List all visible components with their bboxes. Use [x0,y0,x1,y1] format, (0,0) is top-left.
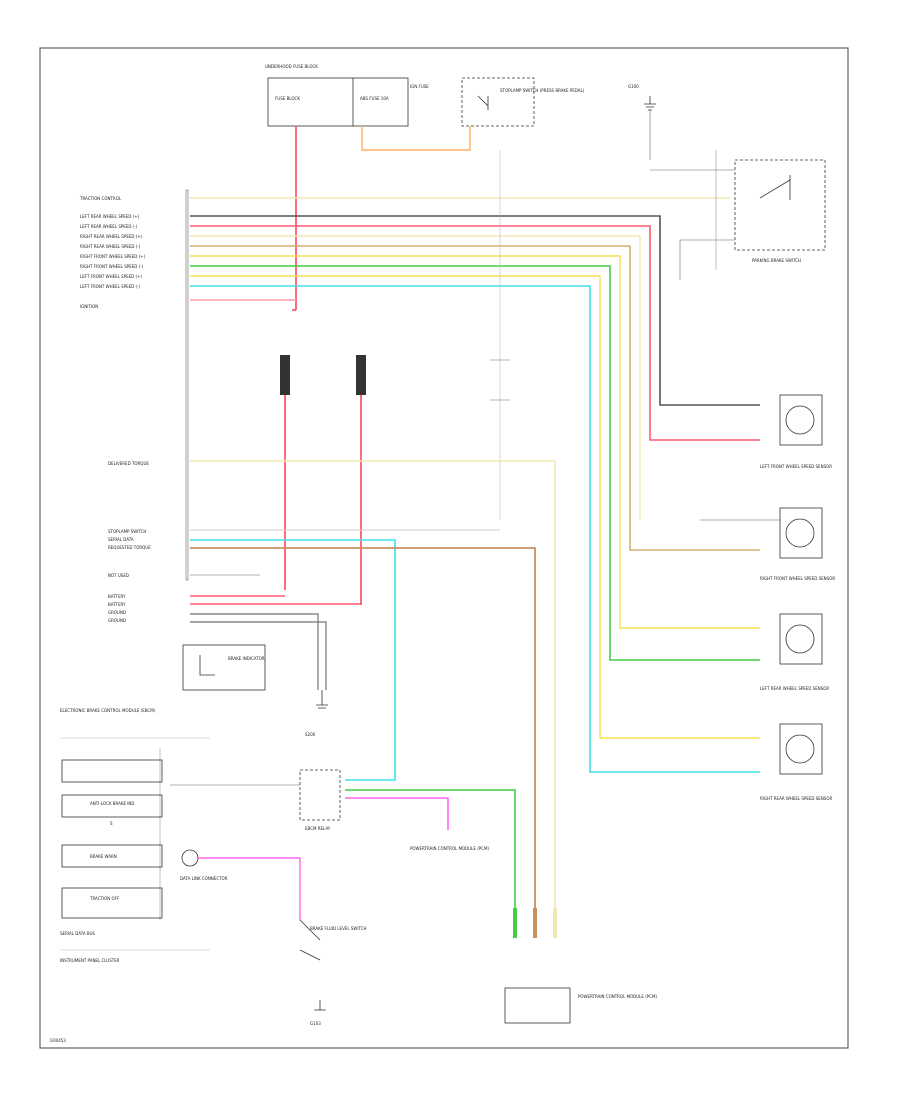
lr-sensor-label: LEFT REAR WHEEL SPEED SENSOR [760,686,829,691]
lower-wires [190,460,556,920]
top-ground-label: G100 [628,84,639,89]
ground-bottom-label: G103 [310,1021,321,1026]
parking-brake-switch: PARKING BRAKE SWITCH [650,150,826,280]
label-lf-plus: LEFT FRONT WHEEL SPEED (+) [80,274,142,279]
stoplamp-switch: IGN FUSE STOPLAMP SWITCH (PRESS BRAKE PE… [410,77,585,127]
rf-wheel-sensor: RIGHT FRONT WHEEL SPEED SENSOR [700,507,835,581]
label-ignition: IGNITION [80,304,98,309]
label-lf-minus: LEFT FRONT WHEEL SPEED (-) [80,284,141,289]
rf-sensor-label: RIGHT FRONT WHEEL SPEED SENSOR [760,576,835,581]
ebcm-ground [316,690,328,709]
label-ground-2: GROUND [108,618,126,623]
top-ground: G100 [628,84,656,160]
traction-off-label: TRACTION OFF [89,896,120,901]
label-stoplamp: STOPLAMP SWITCH [108,529,146,534]
rr-sensor-label: RIGHT REAR WHEEL SPEED SENSOR [760,796,832,801]
label-rf-plus: RIGHT FRONT WHEEL SPEED (+) [80,254,146,259]
label-lr-plus: LEFT REAR WHEEL SPEED (+) [80,214,140,219]
label-battery-2: BATTERY [108,602,126,607]
pcm-bottom-label: POWERTRAIN CONTROL MODULE (PCM) [578,994,657,999]
ebcm-left-labels: TRACTION CONTROL LEFT REAR WHEEL SPEED (… [79,196,146,309]
brake-warning-label: BRAKE WARN [90,854,117,859]
fig-code: G00453 [50,1038,66,1043]
parking-brake-label: PARKING BRAKE SWITCH [752,258,801,263]
ebcm-title: ELECTRONIC BRAKE CONTROL MODULE (EBCM) [60,708,156,713]
center-relay [490,150,510,520]
rr-wheel-sensor: RIGHT REAR WHEEL SPEED SENSOR [760,723,832,801]
ebcm-relay-label: EBCM RELAY [305,826,331,831]
lr-wheel-sensor: LEFT REAR WHEEL SPEED SENSOR [760,613,829,691]
label-ground-1: GROUND [108,610,126,615]
instrument-s: S [110,821,113,826]
ebcm-fuse-left [280,355,290,590]
anti-lock-label: ANTI-LOCK BRAKE IND [90,801,135,806]
label-delivered-torque: DELIVERED TORQUE [108,461,149,466]
pcm-label: POWERTRAIN CONTROL MODULE (PCM) [410,846,489,851]
label-requested-torque: REQUESTED TORQUE [108,545,151,550]
lf-wheel-sensor: LEFT FRONT WHEEL SPEED SENSOR [760,394,832,469]
bus-note-label: DATA LINK CONNECTOR [180,876,228,881]
fuse-block: UNDERHOOD FUSE BLOCK FUSE BLOCK ABS FUSE… [265,64,409,127]
instrument-cluster-label: INSTRUMENT PANEL CLUSTER [60,958,120,963]
lf-sensor-label: LEFT FRONT WHEEL SPEED SENSOR [760,464,832,469]
label-battery-1: BATTERY [108,594,126,599]
fuse-block-fuse-label: FUSE BLOCK [275,96,300,101]
fuse-block-title: UNDERHOOD FUSE BLOCK [265,64,318,69]
label-lr-minus: LEFT REAR WHEEL SPEED (-) [80,224,138,229]
label-not-used: NOT USED [108,573,129,578]
instrument-panel: ELECTRONIC BRAKE CONTROL MODULE (EBCM) A… [60,708,210,963]
abs-fuse-label: ABS FUSE 10A [360,96,389,101]
brake-ind-label: BRAKE INDICATOR [228,656,265,661]
bus-label: SERIAL DATA BUS [60,931,96,936]
ign-fuse-label: IGN FUSE [410,84,429,89]
sensor-wires [190,197,760,773]
label-traction: TRACTION CONTROL [79,196,122,201]
label-rr-minus: RIGHT REAR WHEEL SPEED (-) [80,244,141,249]
label-rf-minus: RIGHT FRONT WHEEL SPEED (-) [80,264,144,269]
splice-label: S200 [305,732,316,737]
ebcm-fuse-right [356,355,366,605]
brake-ind-module: BRAKE INDICATOR [182,644,266,691]
diagram-frame [39,47,849,1049]
pcm-box: POWERTRAIN CONTROL MODULE (PCM) [504,908,657,1024]
stoplamp-switch-label: STOPLAMP SWITCH (PRESS BRAKE PEDAL) [500,88,585,93]
label-rr-plus: RIGHT REAR WHEEL SPEED (+) [80,234,143,239]
ebcm-left-labels-2: DELIVERED TORQUE STOPLAMP SWITCH SERIAL … [108,461,151,623]
ebcm-relay: S200 EBCM RELAY POWERTRAIN CONTROL MODUL… [170,732,516,920]
label-serial-data: SERIAL DATA [108,537,134,542]
brake-fluid-switch: DATA LINK CONNECTOR BRAKE FLUID LEVEL SW… [180,849,367,1026]
brake-fluid-label: BRAKE FLUID LEVEL SWITCH [310,926,367,931]
